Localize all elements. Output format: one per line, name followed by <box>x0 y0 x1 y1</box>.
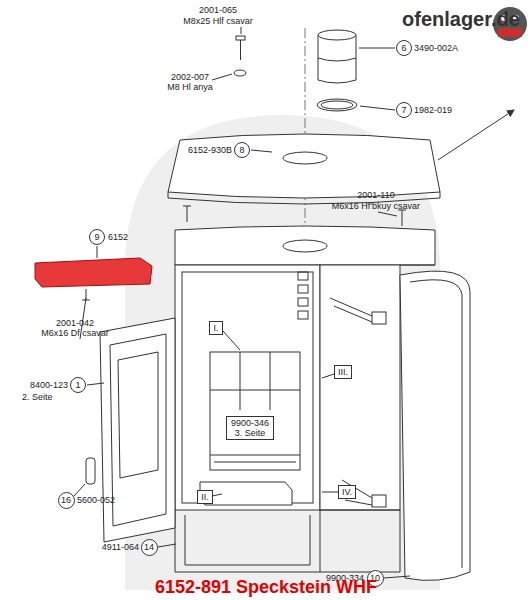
callout-number: 1 <box>75 380 80 390</box>
part-label: M6x16 Hf'bkuy csavar <box>332 201 420 211</box>
logo-text: ofenlager.de <box>402 8 520 30</box>
part-label: M8x25 Hlf csavar <box>183 16 253 26</box>
callout-number: I. <box>213 323 218 333</box>
callout-number: 16 <box>61 495 71 505</box>
callout-number: 8 <box>239 145 244 155</box>
part-label: 2001-042 <box>56 318 94 328</box>
part-label: 1982-019 <box>414 105 452 115</box>
part-label: 3490-002A <box>414 43 458 53</box>
callout-box: I. <box>209 321 222 335</box>
part-label: 2001-110 <box>357 190 394 200</box>
callout-box: III. <box>334 365 352 379</box>
callout-number: 6 <box>401 43 406 53</box>
callout-circle: 8 <box>234 142 250 158</box>
callout-number: 14 <box>144 542 154 552</box>
callout-circle: 16 <box>58 492 75 509</box>
part-label: 6152 <box>108 232 128 242</box>
part-label: M6x16 Df csavar <box>41 328 109 338</box>
callout-box: II. <box>197 490 213 504</box>
callout-box: IV. <box>338 485 356 499</box>
callout-number: II. <box>201 492 209 502</box>
callout-number: 7 <box>401 105 406 115</box>
callout-circle: 9 <box>89 229 105 245</box>
callout-box: 9900-346 3. Seite <box>226 416 274 440</box>
part-label: 2001-065 <box>199 5 237 15</box>
callout-circle: 7 <box>396 102 412 118</box>
highlighted-part <box>35 258 152 287</box>
part-label: 2. Seite <box>22 392 53 402</box>
callout-circle: 1 <box>70 377 86 393</box>
part-label: 5600-052 <box>77 495 115 505</box>
part-label: 4911-064 <box>102 542 139 552</box>
callout-circle: 14 <box>141 539 158 556</box>
part-label: 2002-007 <box>171 72 209 82</box>
callout-number: 9 <box>94 232 99 242</box>
caption: 6152-891 Speckstein WHF <box>155 577 377 597</box>
callout-number: 9900-346 3. Seite <box>230 418 270 438</box>
part-label: M8 Hl anya <box>167 82 213 92</box>
callout-number: III. <box>338 367 348 377</box>
part-label: 6152-930B <box>188 145 232 155</box>
part-label: 8400-123 <box>30 380 68 390</box>
callout-number: IV. <box>342 487 352 497</box>
callout-circle: 6 <box>396 40 412 56</box>
